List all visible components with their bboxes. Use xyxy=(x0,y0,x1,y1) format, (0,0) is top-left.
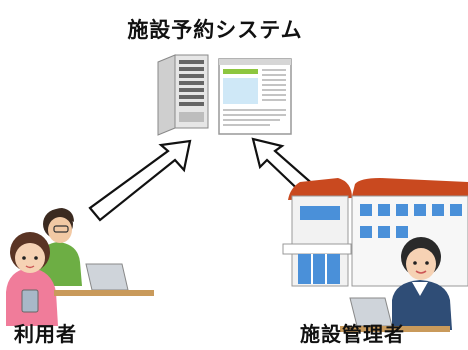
user-label: 利用者 xyxy=(14,322,77,346)
server-tower-icon xyxy=(157,54,209,136)
user-at-laptop-illustration xyxy=(6,208,154,326)
facility-building-illustration xyxy=(282,178,468,287)
admin-label: 施設管理者 xyxy=(300,322,405,346)
web-page-icon xyxy=(218,58,292,135)
diagram-title: 施設予約システム xyxy=(127,18,303,42)
admin-at-laptop-illustration xyxy=(340,237,452,332)
up-arrow-icon xyxy=(88,139,192,222)
